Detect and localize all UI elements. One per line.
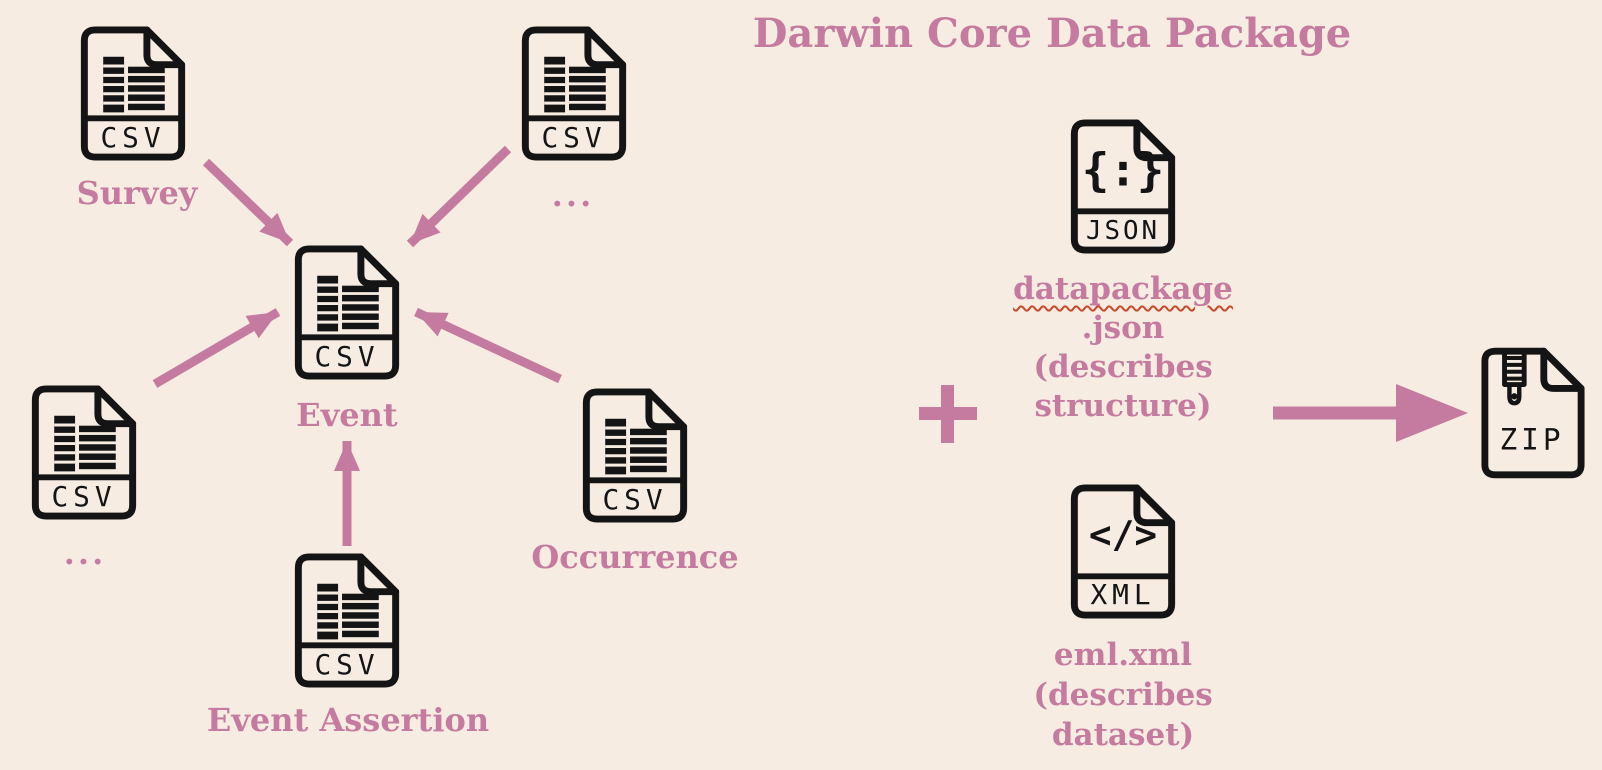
file-node-event-assertion: CSV [292,551,402,694]
eml-desc-line2: dataset) [1051,717,1195,753]
csv-badge-text: CSV [51,480,116,513]
file-label-event: Event [296,396,398,434]
csv-badge-text: CSV [100,121,165,154]
arrow-right-icon [1273,384,1468,442]
datapackage-desc-line1: (describes [1033,349,1213,385]
datapackage-desc-line2: structure) [1034,388,1212,424]
csv-badge-text: CSV [314,340,379,373]
code-glyph: </> [1089,513,1157,557]
xml-file-icon: </> XML [1068,482,1178,621]
file-node-survey: CSV [78,24,188,167]
arrow-occurrence-to-event [414,307,562,384]
file-label-more-left: ... [63,534,107,572]
json-badge-text: JSON [1086,216,1160,246]
file-node-datapackage-json: {:} JSON [1068,117,1178,260]
csv-badge-text: CSV [602,483,667,516]
csv-badge-text: CSV [314,648,379,681]
file-node-zip: ZIP [1479,346,1587,484]
arrow-leftmore-to-event [152,308,281,388]
file-node-more-left: CSV [29,383,139,526]
file-label-event-assertion: Event Assertion [206,701,490,739]
csv-file-icon: CSV [580,386,690,525]
eml-xml-label: eml.xml (describes dataset) [973,635,1273,755]
csv-file-icon: CSV [292,551,402,690]
plus-icon [919,385,977,443]
datapackage-name-line1: datapackage [1013,271,1233,307]
file-node-more-top: CSV [519,24,629,167]
xml-badge-text: XML [1090,578,1155,611]
braces-glyph: {:} [1082,144,1164,197]
eml-name: eml.xml [1053,637,1193,673]
csv-file-icon: CSV [29,383,139,522]
diagram-title: Darwin Core Data Package [752,10,1352,57]
file-label-occurrence: Occurrence [531,538,739,576]
zip-file-icon: ZIP [1479,346,1587,480]
file-node-occurrence: CSV [580,386,690,529]
csv-file-icon: CSV [519,24,629,163]
file-label-more-top: ... [551,176,595,214]
zip-badge-text: ZIP [1500,422,1565,456]
file-node-event: CSV [292,243,402,386]
datapackage-json-label: datapackage .json (describes structure) [973,270,1273,426]
datapackage-name-line2: .json [1081,310,1165,346]
csv-badge-text: CSV [541,121,606,154]
csv-file-icon: CSV [292,243,402,382]
file-label-survey: Survey [76,174,198,212]
eml-desc-line1: (describes [1033,677,1213,713]
json-file-icon: {:} JSON [1068,117,1178,256]
csv-file-icon: CSV [78,24,188,163]
file-node-eml-xml: </> XML [1068,482,1178,625]
